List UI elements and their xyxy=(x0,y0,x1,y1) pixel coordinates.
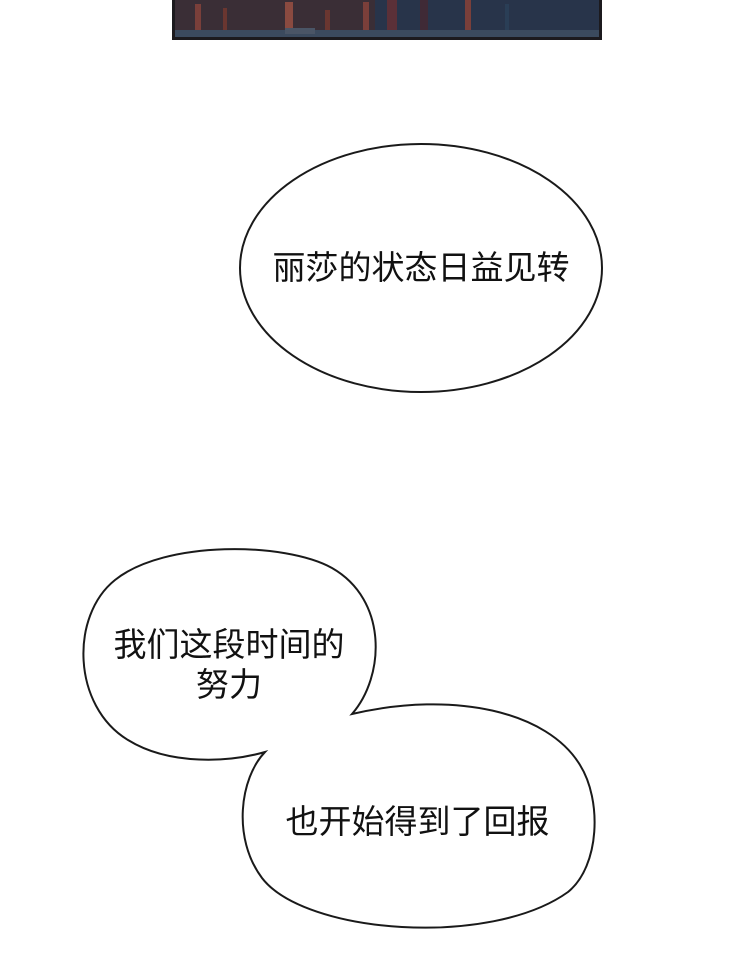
bubble-3-text: 也开始得到了回报 xyxy=(285,802,550,841)
comic-panel-fragment xyxy=(172,0,602,40)
bubble-2-text-line-2: 努力 xyxy=(196,665,262,704)
panel-scene xyxy=(175,0,599,37)
speech-bubble-2 xyxy=(82,548,596,929)
bubble-2-text-line-1: 我们这段时间的 xyxy=(113,625,345,664)
bubble-1-text: 丽莎的状态日益见转 xyxy=(272,248,570,287)
speech-bubble-1 xyxy=(239,143,603,393)
